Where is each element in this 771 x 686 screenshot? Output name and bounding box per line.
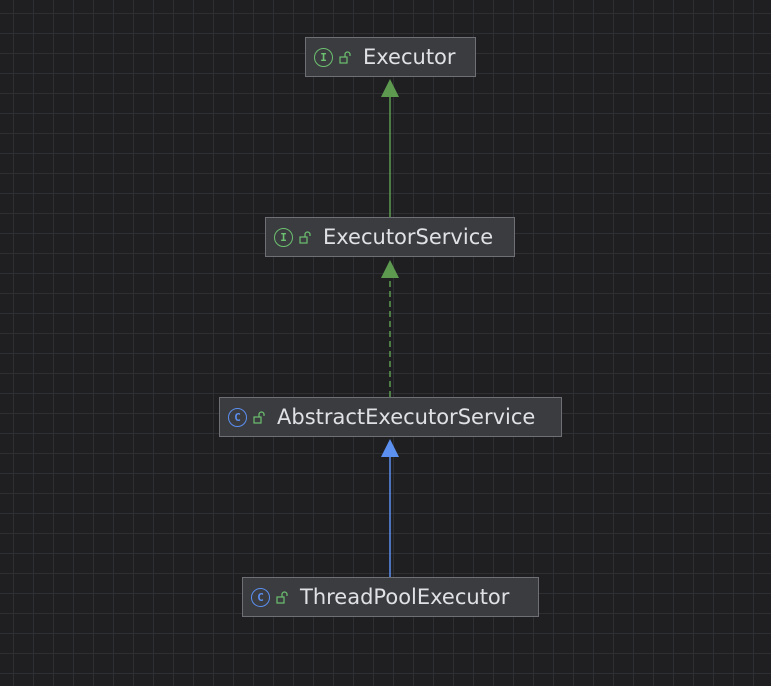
- node-executor[interactable]: I Executor: [305, 37, 476, 77]
- class-icon: C: [251, 587, 270, 607]
- interface-icon: I: [274, 227, 293, 247]
- node-threadpoolexecutor[interactable]: C ThreadPoolExecutor: [242, 577, 539, 617]
- edge-executorservice-to-executor: [381, 79, 399, 217]
- lock-open-icon: [298, 230, 312, 244]
- edge-abstractexecutorservice-to-executorservice: [381, 260, 399, 397]
- node-label: ExecutorService: [323, 225, 494, 249]
- lock-open-icon: [275, 590, 289, 604]
- class-icon: C: [228, 407, 247, 427]
- interface-icon: I: [314, 47, 333, 67]
- edge-threadpoolexecutor-to-abstractexecutorservice: [381, 439, 399, 577]
- node-executorservice[interactable]: I ExecutorService: [265, 217, 515, 257]
- node-label: Executor: [363, 45, 456, 69]
- lock-open-icon: [338, 50, 352, 64]
- lock-open-icon: [252, 410, 266, 424]
- edge-arrowhead: [381, 79, 399, 97]
- node-abstractexecutorservice[interactable]: C AbstractExecutorService: [219, 397, 562, 437]
- edge-arrowhead: [381, 260, 399, 278]
- node-label: AbstractExecutorService: [277, 405, 536, 429]
- edge-arrowhead: [381, 439, 399, 457]
- node-label: ThreadPoolExecutor: [300, 585, 510, 609]
